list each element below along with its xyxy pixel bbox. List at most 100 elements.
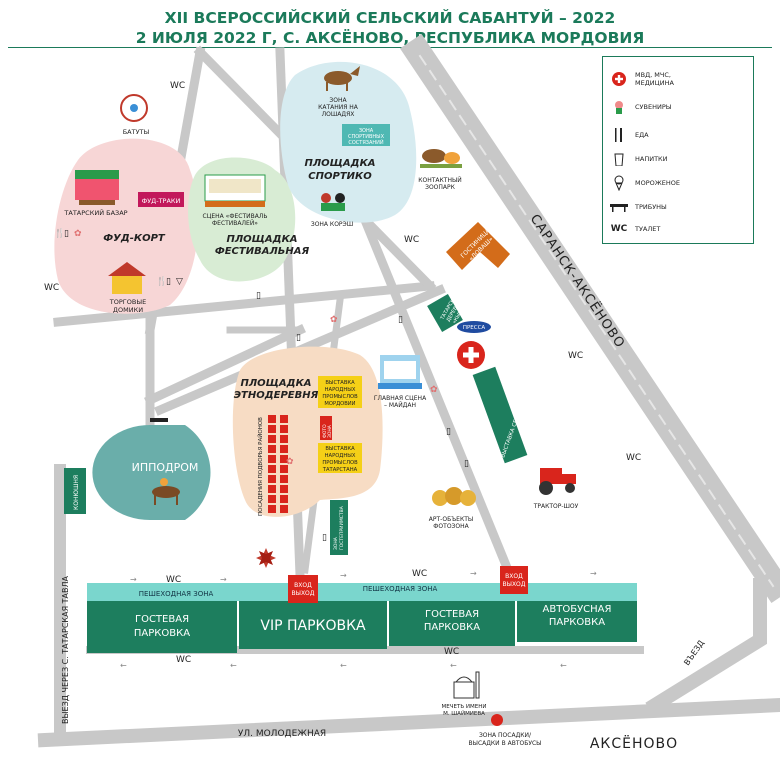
legend-item-2: ЕДА bbox=[603, 125, 753, 145]
cup-icon: ▯ bbox=[322, 533, 327, 543]
entry-road-label: ВЪЕЗД bbox=[682, 639, 706, 668]
machinery-exhibition-building[interactable] bbox=[472, 366, 528, 464]
arrow-left-icon: ← bbox=[120, 661, 127, 670]
hospitality-zone-label-1: ЗОНА bbox=[333, 536, 339, 550]
cup-icon: ▯ bbox=[166, 277, 171, 287]
mordovia-exhibition-label-1: ВЫСТАВКА bbox=[325, 380, 355, 386]
sport-competitions-label-1: ЗОНА bbox=[359, 128, 374, 134]
legend-item-3: НАПИТКИ bbox=[603, 149, 753, 169]
fork-knife-icon: 🍴 bbox=[54, 227, 65, 239]
cup-icon: ▯ bbox=[446, 427, 451, 437]
horse-riding-label-1: ЗОНА bbox=[329, 97, 347, 104]
arrow-left-icon: ← bbox=[340, 661, 347, 670]
sport-competitions-label-2: СПОРТИВНЫХ bbox=[348, 134, 385, 140]
village-house[interactable] bbox=[268, 425, 276, 433]
fork-knife-icon: 🍴 bbox=[156, 275, 167, 287]
festival-stage-label-1: СЦЕНА «ФЕСТИВАЛЬ bbox=[203, 213, 268, 220]
sportiko-label-1: ПЛОЩАДКА bbox=[305, 158, 376, 169]
bus-stop-marker[interactable] bbox=[491, 714, 503, 726]
village-house[interactable] bbox=[280, 455, 288, 463]
village-house[interactable] bbox=[280, 475, 288, 483]
bus-zone-label-1: ЗОНА ПОСАДКИ/ bbox=[479, 732, 532, 739]
bus-zone-label-2: ВЫСАДКИ В АВТОБУСЫ bbox=[469, 740, 542, 747]
guest-parking-1[interactable] bbox=[87, 601, 237, 653]
food-trucks-label: ФУД-ТРАКИ bbox=[142, 197, 181, 205]
mordovia-exhibition-label-4: МОРДОВИИ bbox=[324, 401, 355, 407]
arrow-right-icon: → bbox=[130, 575, 137, 584]
cup-icon: ▯ bbox=[296, 333, 301, 343]
cup-icon: ▯ bbox=[64, 229, 69, 239]
trade-houses-label-2: ДОМИКИ bbox=[113, 306, 143, 314]
village-house[interactable] bbox=[280, 415, 288, 423]
village-house[interactable] bbox=[268, 435, 276, 443]
legend-label: МВД, МЧС, bbox=[635, 71, 671, 79]
stables-building[interactable] bbox=[64, 468, 86, 514]
entrance-vip-label-1: ВХОД bbox=[294, 582, 312, 589]
village-house[interactable] bbox=[268, 465, 276, 473]
tatar-village-building[interactable] bbox=[427, 294, 463, 332]
main-stage-label-2: – МАЙДАН bbox=[384, 402, 416, 409]
village-house[interactable] bbox=[280, 485, 288, 493]
village-house[interactable] bbox=[268, 455, 276, 463]
village-house[interactable] bbox=[268, 495, 276, 503]
ethno-photo-zone-sign[interactable] bbox=[320, 416, 332, 440]
wc-icon: WC bbox=[176, 655, 191, 665]
entrance-vip[interactable] bbox=[288, 575, 318, 603]
arrow-right-icon: → bbox=[340, 571, 347, 580]
ethno-area[interactable] bbox=[232, 346, 383, 517]
village-house[interactable] bbox=[268, 445, 276, 453]
village-house[interactable] bbox=[280, 505, 288, 513]
hotel-building[interactable] bbox=[446, 222, 510, 270]
arrow-left-icon: ← bbox=[230, 661, 237, 670]
tatarstan-exhibition-label-2: НАРОДНЫХ bbox=[325, 453, 356, 459]
village-house[interactable] bbox=[280, 425, 288, 433]
ice-cream-icon: ▽ bbox=[176, 277, 183, 287]
tatarstan-exhibition-sign[interactable] bbox=[318, 443, 362, 473]
mordovia-exhibition-sign[interactable] bbox=[318, 376, 362, 408]
arrow-left-icon: ← bbox=[450, 661, 457, 670]
medical-cross-icon[interactable] bbox=[457, 341, 485, 369]
trade-houses-label-1: ТОРГОВЫЕ bbox=[109, 298, 146, 306]
village-house[interactable] bbox=[280, 435, 288, 443]
village-houses-row[interactable] bbox=[268, 415, 288, 513]
sport-competitions-sign[interactable] bbox=[342, 124, 390, 146]
village-house[interactable] bbox=[268, 505, 276, 513]
village-house[interactable] bbox=[268, 485, 276, 493]
arrow-right-icon: → bbox=[470, 569, 477, 578]
guest-parking-1-label-1: ГОСТЕВАЯ bbox=[135, 614, 189, 625]
pedestrian-zone-strip[interactable] bbox=[87, 583, 637, 601]
village-house[interactable] bbox=[280, 465, 288, 473]
souvenir-icon: ✿ bbox=[430, 385, 438, 395]
wc-icon: WC bbox=[610, 224, 628, 234]
tractor-show-label: ТРАКТОР-ШОУ bbox=[533, 503, 579, 510]
tatarstan-exhibition-label-3: ПРОМЫСЛОВ bbox=[322, 460, 358, 466]
vip-parking-label: VIP ПАРКОВКА bbox=[260, 618, 366, 634]
entrance-bus[interactable] bbox=[500, 566, 528, 594]
vip-parking[interactable] bbox=[239, 601, 387, 649]
legend-label-2: МЕДИЦИНА bbox=[635, 79, 674, 87]
village-house[interactable] bbox=[280, 495, 288, 503]
wc-icon: WC bbox=[44, 283, 59, 293]
village-house[interactable] bbox=[268, 475, 276, 483]
ethno-area-label-1: ПЛОЩАДКА bbox=[241, 378, 312, 389]
wc-icon: WC bbox=[404, 235, 419, 245]
village-house[interactable] bbox=[268, 415, 276, 423]
tatar-ornament-icon bbox=[256, 548, 276, 568]
press-badge[interactable] bbox=[457, 321, 491, 333]
trade-houses-icon bbox=[108, 262, 146, 294]
hippodrome-track[interactable] bbox=[92, 425, 211, 520]
food-trucks-sign[interactable] bbox=[138, 192, 184, 207]
legend-item-4: МОРОЖЕНОЕ bbox=[603, 173, 753, 193]
bus-parking[interactable] bbox=[517, 601, 637, 642]
bench-icon bbox=[150, 418, 168, 422]
hospitality-zone-building[interactable] bbox=[330, 500, 348, 555]
wc-icon: WC bbox=[626, 453, 641, 463]
wc-icon: WC bbox=[412, 569, 427, 579]
guest-parking-2[interactable] bbox=[389, 601, 515, 646]
mosque-label-1: МЕЧЕТЬ ИМЕНИ bbox=[442, 704, 487, 710]
food-court-label: ФУД-КОРТ bbox=[103, 233, 166, 244]
souvenir-icon: ✿ bbox=[286, 457, 294, 467]
tatarstan-exhibition-label-4: ТАТАРСТАНА bbox=[322, 467, 358, 473]
village-house[interactable] bbox=[280, 445, 288, 453]
